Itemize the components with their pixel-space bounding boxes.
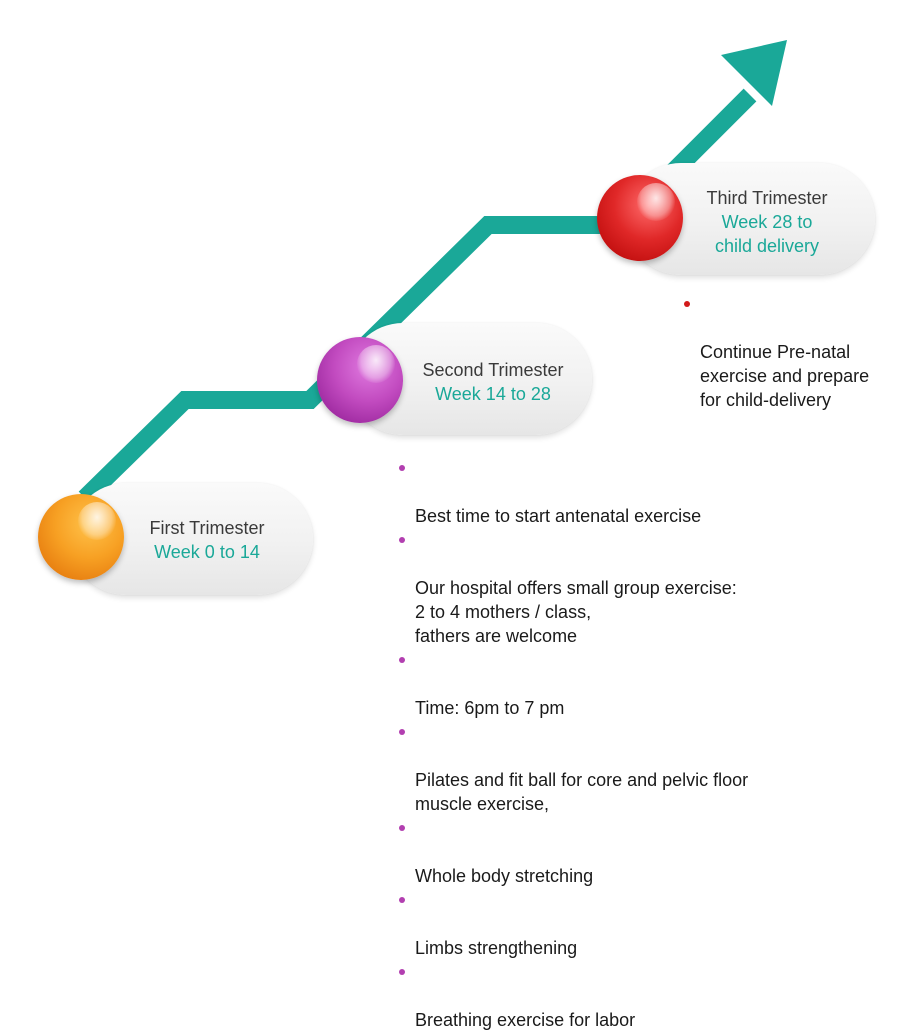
- bullet-dot-icon: [399, 729, 405, 735]
- stage-weeks: Week 28 to child delivery: [714, 212, 820, 256]
- third-trimester-ball-icon: [597, 175, 683, 261]
- stage-title: Third Trimester: [706, 188, 828, 208]
- bullet-text: Breathing exercise for labor: [415, 1010, 636, 1030]
- list-item: Limbs strengthening: [399, 888, 819, 960]
- arrow-head: [721, 40, 787, 106]
- bullet-dot-icon: [399, 969, 405, 975]
- third-trimester-notes: Continue Pre-natal exercise and prepare …: [684, 292, 896, 412]
- list-item: Our hospital offers small group exercise…: [399, 528, 819, 648]
- bullet-dot-icon: [399, 465, 405, 471]
- list-item: Whole body stretching: [399, 816, 819, 888]
- third-trimester-label: Third Trimester Week 28 to child deliver…: [688, 186, 846, 258]
- list-item: Best time to start antenatal exercise: [399, 456, 819, 528]
- bullet-dot-icon: [399, 537, 405, 543]
- second-trimester-notes: Best time to start antenatal exercise Ou…: [399, 456, 819, 1032]
- first-trimester-ball-icon: [38, 494, 124, 580]
- stage-weeks: Week 14 to 28: [435, 384, 551, 404]
- bullet-dot-icon: [684, 301, 690, 307]
- bullet-dot-icon: [399, 897, 405, 903]
- bullet-text: Continue Pre-natal exercise and prepare …: [700, 342, 870, 410]
- list-item: Continue Pre-natal exercise and prepare …: [684, 292, 896, 412]
- first-trimester-label: First Trimester Week 0 to 14: [132, 516, 282, 564]
- bullet-text: Pilates and fit ball for core and pelvic…: [415, 770, 749, 814]
- bullet-text: Whole body stretching: [415, 866, 594, 886]
- stage-title: First Trimester: [149, 518, 265, 538]
- list-item: Pilates and fit ball for core and pelvic…: [399, 720, 819, 816]
- bullet-dot-icon: [399, 825, 405, 831]
- bullet-text: Limbs strengthening: [415, 938, 578, 958]
- list-item: Time: 6pm to 7 pm: [399, 648, 819, 720]
- stage-weeks: Week 0 to 14: [154, 542, 260, 562]
- list-item: Breathing exercise for labor: [399, 960, 819, 1032]
- bullet-dot-icon: [399, 657, 405, 663]
- bullet-text: Best time to start antenatal exercise: [415, 506, 702, 526]
- second-trimester-ball-icon: [317, 337, 403, 423]
- stage-title: Second Trimester: [422, 360, 564, 380]
- bullet-text: Time: 6pm to 7 pm: [415, 698, 565, 718]
- bullet-text: Our hospital offers small group exercise…: [415, 578, 737, 646]
- arrow-shaft: [78, 88, 757, 505]
- second-trimester-label: Second Trimester Week 14 to 28: [408, 358, 578, 406]
